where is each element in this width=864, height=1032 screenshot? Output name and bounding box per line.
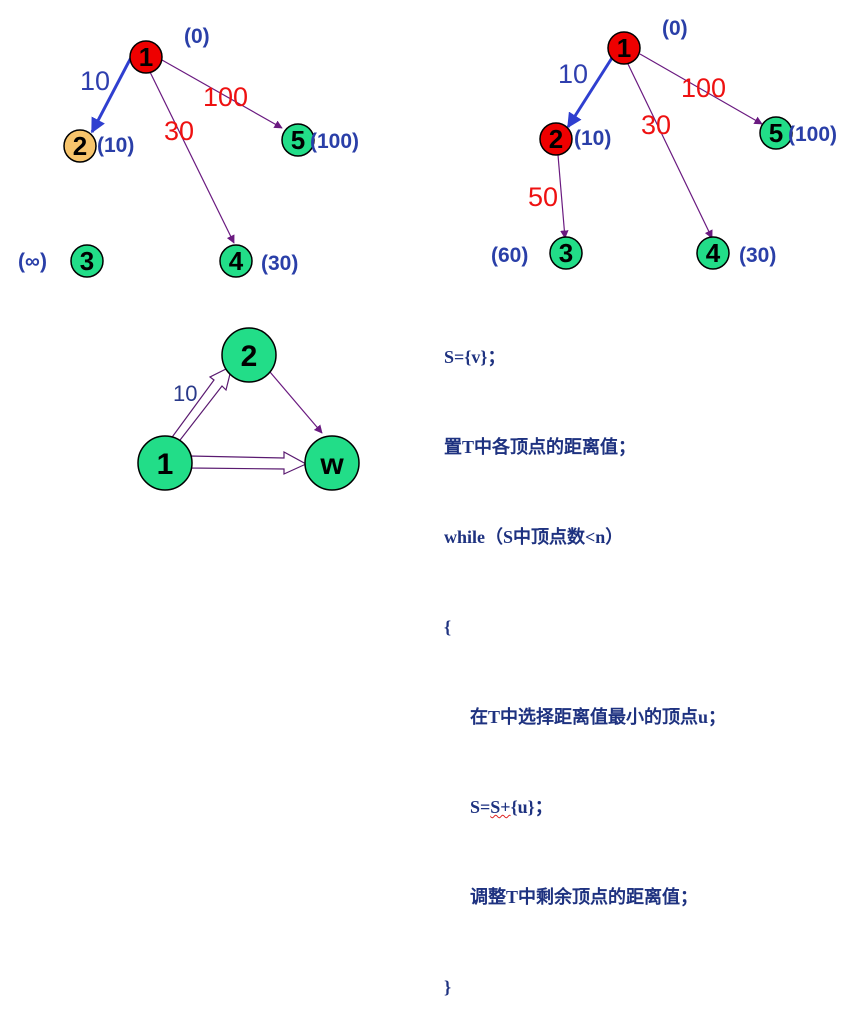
right-dist-1: (0) <box>662 17 688 40</box>
small-node-w-label: w <box>319 448 344 481</box>
code-line-2: 置T中各顶点的距离值； <box>444 437 637 457</box>
right-weight-1-2: 10 <box>558 59 588 89</box>
left-node-5: 5 <box>281 123 315 157</box>
code-line-6: S=S+{u}； <box>444 792 726 822</box>
right-graph: 1 2 3 4 5 (0) (10) (60) (30) (100) 10 10… <box>491 17 837 270</box>
right-dist-4: (30) <box>739 244 776 267</box>
small-weight-1-2: 10 <box>173 381 197 406</box>
left-node-4-label: 4 <box>229 246 244 276</box>
right-node-3-label: 3 <box>559 238 573 268</box>
right-node-4: 4 <box>696 236 730 270</box>
small-node-w: w <box>304 435 360 491</box>
left-dist-4: (30) <box>261 252 298 275</box>
left-edge-1-5 <box>161 59 283 129</box>
left-edge-1-2 <box>90 47 138 134</box>
right-node-1-label: 1 <box>617 33 631 63</box>
left-node-3: 3 <box>70 244 104 278</box>
left-dist-1: (0) <box>184 25 210 48</box>
small-node-2: 2 <box>221 327 277 383</box>
left-node-2-label: 2 <box>73 131 87 161</box>
left-graph: 1 2 3 4 5 (0) (10) (∞) (30) (100) 10 100… <box>18 25 359 278</box>
code-line-6-mark: S+ <box>490 797 511 817</box>
small-node-2-label: 2 <box>241 340 258 373</box>
left-node-1: 1 <box>129 40 163 74</box>
left-node-5-label: 5 <box>291 125 305 155</box>
relaxation-graph: 2 1 w 10 <box>137 327 360 491</box>
code-line-6-pre: S= <box>470 797 491 817</box>
right-node-3: 3 <box>549 236 583 270</box>
left-node-1-label: 1 <box>139 42 153 72</box>
right-node-2-label: 2 <box>549 124 563 154</box>
right-node-4-label: 4 <box>706 238 721 268</box>
code-line-5: 在T中选择距离值最小的顶点u； <box>470 707 727 727</box>
small-node-1-label: 1 <box>157 448 174 481</box>
small-edge-1-2 <box>169 364 233 445</box>
right-node-5-label: 5 <box>769 118 783 148</box>
small-edge-2-w <box>269 371 323 434</box>
left-node-3-label: 3 <box>80 246 94 276</box>
left-weight-1-5: 100 <box>203 82 248 112</box>
right-weight-1-5: 100 <box>681 73 726 103</box>
right-edge-1-2 <box>566 49 619 129</box>
left-node-4: 4 <box>219 244 253 278</box>
right-node-5: 5 <box>759 116 793 150</box>
code-line-7: 调整T中剩余顶点的距离值； <box>470 887 699 907</box>
right-weight-2-3: 50 <box>528 182 558 212</box>
right-dist-3: (60) <box>491 244 528 267</box>
right-dist-5: (100) <box>788 123 837 146</box>
right-dist-2: (10) <box>574 127 611 150</box>
left-dist-3: (∞) <box>18 250 47 273</box>
left-dist-5: (100) <box>310 130 359 153</box>
right-node-1: 1 <box>607 31 641 65</box>
code-line-4: { <box>444 617 452 637</box>
dijkstra-illustration: 1 2 3 4 5 (0) (10) (∞) (30) (100) 10 100… <box>18 17 837 491</box>
right-edge-1-5 <box>639 53 763 125</box>
right-edge-1-4 <box>627 63 713 239</box>
code-line-1: S={v}； <box>444 347 506 367</box>
right-node-2: 2 <box>539 122 573 156</box>
dijkstra-pseudocode: S={v}； 置T中各顶点的距离值； while（S中顶点数<n） { 在T中选… <box>444 282 726 1032</box>
left-dist-2: (10) <box>97 134 134 157</box>
code-line-3: while（S中顶点数<n） <box>444 527 624 547</box>
left-node-2: 2 <box>63 129 97 163</box>
left-weight-1-4: 30 <box>164 116 194 146</box>
small-node-1: 1 <box>137 435 193 491</box>
code-line-6-post: {u}； <box>510 797 553 817</box>
small-edge-1-w <box>189 450 308 475</box>
code-line-8: } <box>444 977 452 997</box>
left-weight-1-2: 10 <box>80 66 110 96</box>
right-edge-2-3 <box>557 154 569 239</box>
right-weight-1-4: 30 <box>641 110 671 140</box>
left-edge-1-4 <box>149 71 235 244</box>
